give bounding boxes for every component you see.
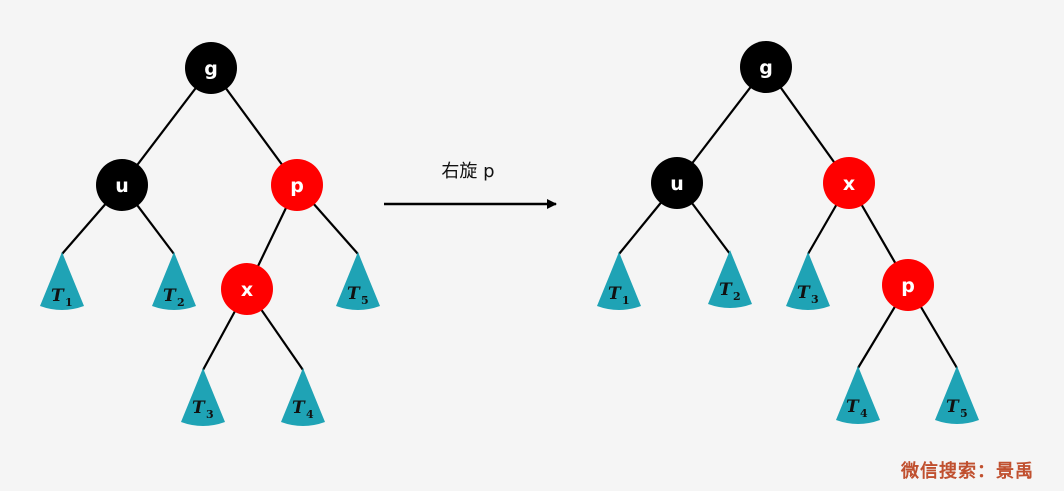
node-p: p (271, 159, 323, 211)
node-x-label: x (241, 279, 253, 301)
watermark-text: 微信搜索：景禹 (901, 461, 1034, 482)
subtree-t3-after: T 3 (786, 252, 830, 310)
subtree-t3-letter: T (192, 398, 206, 418)
subtree-t5-index: 5 (361, 294, 369, 307)
node-x-after: x (823, 157, 875, 209)
subtree-t4-letter: T (292, 398, 306, 418)
subtree-t1: T 1 (40, 252, 84, 310)
subtree-t1-letter: T (51, 286, 65, 306)
node-u-label: u (115, 175, 129, 197)
subtree-t5-after: T 5 (935, 366, 979, 424)
subtree-t5-after-letter: T (946, 397, 960, 417)
subtree-t4-after-index: 4 (860, 407, 868, 420)
subtree-t4-after: T 4 (836, 366, 880, 424)
subtree-t2-after-index: 2 (733, 290, 741, 303)
subtree-t3-after-index: 3 (811, 293, 819, 306)
subtree-t5-after-index: 5 (960, 407, 968, 420)
node-g-after: g (740, 41, 792, 93)
subtree-t3: T 3 (181, 368, 225, 426)
node-u-after-label: u (670, 173, 684, 195)
subtree-t4-after-letter: T (846, 397, 860, 417)
subtree-t2-letter: T (163, 286, 177, 306)
node-p-after-label: p (901, 275, 915, 297)
subtree-t1-index: 1 (65, 296, 73, 309)
subtree-t2: T 2 (152, 252, 196, 310)
node-p-label: p (290, 175, 304, 197)
after-tree: T 1 T 2 T 3 T 4 T 5 g u (597, 41, 979, 424)
node-g-after-label: g (759, 57, 773, 79)
subtree-t2-after: T 2 (708, 250, 752, 308)
subtree-t5-letter: T (347, 284, 361, 304)
node-x: x (221, 263, 273, 315)
rotation-arrow: 右旋 p (384, 161, 557, 209)
subtree-t4: T 4 (281, 368, 325, 426)
subtree-t2-after-letter: T (719, 280, 733, 300)
subtree-t3-index: 3 (206, 408, 214, 421)
subtree-t2-index: 2 (177, 296, 185, 309)
node-u: u (96, 159, 148, 211)
subtree-t3-after-letter: T (797, 283, 811, 303)
subtree-t4-index: 4 (306, 408, 314, 421)
node-p-after: p (882, 259, 934, 311)
node-g: g (185, 42, 237, 94)
rotation-label: 右旋 p (441, 161, 494, 182)
node-x-after-label: x (843, 173, 855, 195)
node-u-after: u (651, 157, 703, 209)
before-tree: T 1 T 2 T 5 T 3 T 4 g u (40, 42, 380, 426)
subtree-t1-after: T 1 (597, 252, 641, 310)
node-g-label: g (204, 58, 218, 80)
subtree-t1-after-letter: T (608, 284, 622, 304)
subtree-t5: T 5 (336, 252, 380, 310)
subtree-t1-after-index: 1 (622, 294, 630, 307)
